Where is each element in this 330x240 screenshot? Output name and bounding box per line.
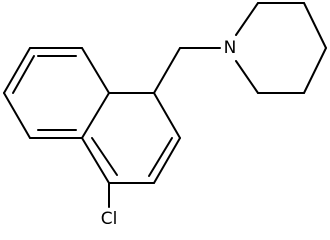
bond [235,60,259,94]
piperidine-ring [235,2,327,94]
bond [153,137,181,184]
molecule-structure: N Cl [3,2,327,229]
bond [81,92,110,139]
bond [3,92,31,139]
left-benzene-ring [3,47,110,139]
bond [303,2,327,49]
nitrogen-atom-label: N [224,38,237,58]
bond [81,47,110,94]
bond [3,47,31,94]
bond [91,137,118,176]
right-benzene-ring [81,92,181,184]
bond [153,92,181,139]
bond [235,2,259,36]
bond [81,137,110,184]
bond [12,55,35,94]
methylene-linker [153,47,221,94]
bond [153,47,181,94]
bond [148,137,173,177]
bond [303,47,327,94]
chlorine-atom-label: Cl [101,209,118,229]
